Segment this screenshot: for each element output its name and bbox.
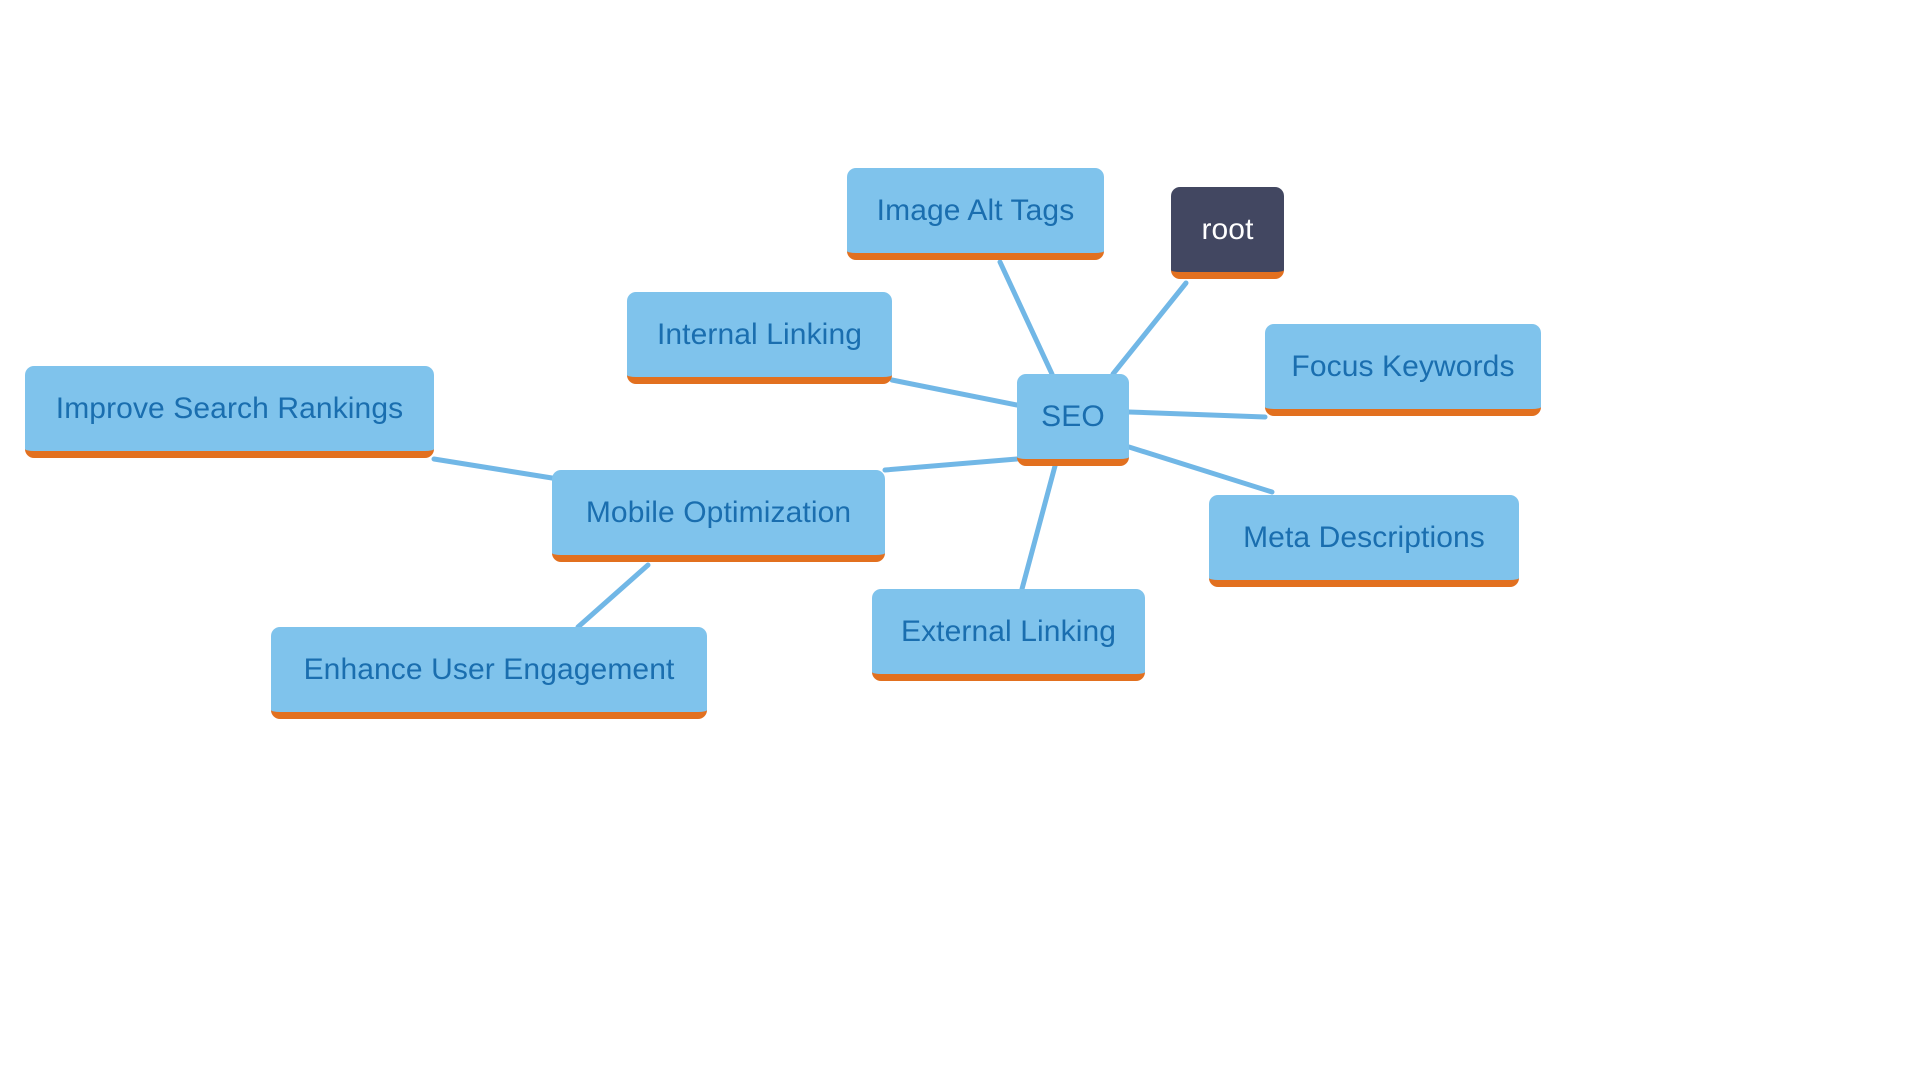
- edge-mobile-optimization-to-improve-search-rankings: [431, 456, 555, 481]
- node-label-root: root: [1201, 212, 1254, 246]
- edge-seo-to-focus-keywords: [1126, 409, 1268, 420]
- node-root[interactable]: root: [1171, 187, 1284, 279]
- node-image-alt-tags[interactable]: Image Alt Tags: [847, 168, 1104, 260]
- node-focus-keywords[interactable]: Focus Keywords: [1265, 324, 1541, 416]
- node-enhance-user-engagement[interactable]: Enhance User Engagement: [271, 627, 707, 719]
- edge-root-to-seo: [1110, 280, 1189, 377]
- node-improve-search-rankings[interactable]: Improve Search Rankings: [25, 366, 434, 458]
- node-label-meta-descriptions: Meta Descriptions: [1243, 520, 1485, 554]
- node-label-external-linking: External Linking: [900, 614, 1117, 648]
- edge-seo-to-mobile-optimization: [882, 456, 1020, 473]
- node-label-seo: SEO: [1041, 399, 1105, 433]
- node-label-image-alt-tags: Image Alt Tags: [876, 193, 1075, 227]
- edge-seo-to-image-alt-tags: [997, 259, 1055, 377]
- edge-seo-to-external-linking: [1019, 463, 1058, 592]
- edge-seo-to-meta-descriptions: [1126, 444, 1275, 495]
- node-seo[interactable]: SEO: [1017, 374, 1129, 466]
- edge-mobile-optimization-to-enhance-user-engagement: [575, 562, 651, 630]
- edge-seo-to-internal-linking: [889, 377, 1020, 408]
- node-mobile-optimization[interactable]: Mobile Optimization: [552, 470, 885, 562]
- node-meta-descriptions[interactable]: Meta Descriptions: [1209, 495, 1519, 587]
- node-label-internal-linking: Internal Linking: [656, 317, 863, 351]
- node-external-linking[interactable]: External Linking: [872, 589, 1145, 681]
- node-label-mobile-optimization: Mobile Optimization: [585, 495, 852, 529]
- node-label-improve-search-rankings: Improve Search Rankings: [55, 391, 404, 425]
- node-label-focus-keywords: Focus Keywords: [1291, 349, 1515, 383]
- node-label-enhance-user-engagement: Enhance User Engagement: [303, 652, 675, 686]
- node-internal-linking[interactable]: Internal Linking: [627, 292, 892, 384]
